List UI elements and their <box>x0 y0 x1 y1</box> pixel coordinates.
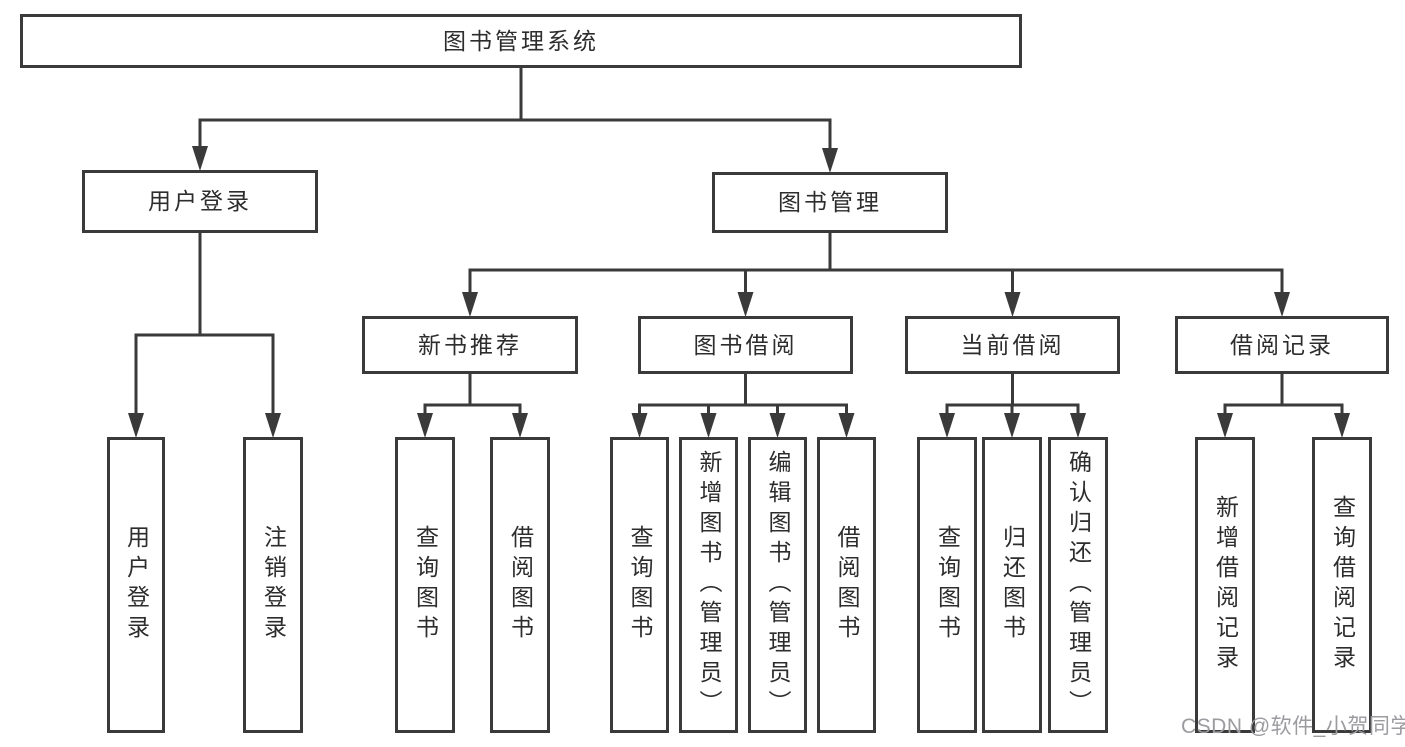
node-nbr-query-books: 查询图书 <box>395 437 455 733</box>
node-cb-confirm-return: 确认归还（管理员） <box>1048 437 1108 733</box>
arrowhead-icon <box>939 413 955 438</box>
node-label-bb-borrow-books: 借阅图书 <box>834 525 860 645</box>
node-label-borrow-records: 借阅记录 <box>1230 331 1334 358</box>
arrowhead-icon <box>700 413 717 438</box>
node-label-cb-query-books: 查询图书 <box>934 525 961 645</box>
arrowhead-icon <box>769 413 786 438</box>
node-label-nbr-query-books: 查询图书 <box>412 525 439 645</box>
node-cb-query-books: 查询图书 <box>917 437 977 733</box>
node-bb-query-books: 查询图书 <box>610 437 669 733</box>
node-label-bb-query-books: 查询图书 <box>627 525 653 645</box>
node-label-bb-add-books: 新增图书（管理员） <box>696 450 722 720</box>
arrowhead-icon <box>1334 413 1350 438</box>
arrowhead-icon <box>512 413 528 438</box>
node-cb-return-books: 归还图书 <box>982 437 1042 733</box>
arrowhead-icon <box>1070 413 1086 438</box>
node-label-book-management: 图书管理 <box>778 189 882 215</box>
arrowhead-icon <box>1004 413 1020 438</box>
node-label-root: 图书管理系统 <box>443 27 599 54</box>
node-label-logout-leaf: 注销登录 <box>260 525 287 645</box>
node-br-query-record: 查询借阅记录 <box>1312 437 1372 733</box>
arrowhead-icon <box>822 148 838 173</box>
node-label-cb-return-books: 归还图书 <box>999 525 1026 645</box>
node-root: 图书管理系统 <box>20 14 1022 68</box>
node-book-management: 图书管理 <box>712 172 948 233</box>
node-label-bb-edit-books: 编辑图书（管理员） <box>765 450 791 720</box>
arrowhead-icon <box>128 413 144 438</box>
node-nbr-borrow-books: 借阅图书 <box>490 437 550 733</box>
node-user-login-leaf: 用户登录 <box>107 437 165 733</box>
arrowhead-icon <box>1274 292 1290 317</box>
node-br-add-record: 新增借阅记录 <box>1195 437 1255 733</box>
arrowhead-icon <box>462 292 478 317</box>
node-label-br-query-record: 查询借阅记录 <box>1329 495 1356 675</box>
node-borrow-records: 借阅记录 <box>1175 316 1389 374</box>
node-user-login: 用户登录 <box>82 170 318 233</box>
watermark: CSDN @软件_小贺同学 <box>1181 715 1405 738</box>
node-bb-add-books: 新增图书（管理员） <box>679 437 738 733</box>
arrowhead-icon <box>631 413 648 438</box>
node-label-user-login: 用户登录 <box>148 188 252 214</box>
node-label-user-login-leaf: 用户登录 <box>123 525 150 645</box>
node-label-current-borrow: 当前借阅 <box>960 331 1065 358</box>
node-label-br-add-record: 新增借阅记录 <box>1212 495 1239 675</box>
arrowhead-icon <box>838 413 855 438</box>
node-label-new-book-recommend: 新书推荐 <box>418 331 522 358</box>
node-current-borrow: 当前借阅 <box>905 316 1120 374</box>
node-logout-leaf: 注销登录 <box>243 437 303 733</box>
node-bb-edit-books: 编辑图书（管理员） <box>748 437 807 733</box>
arrowhead-icon <box>192 146 208 171</box>
node-label-book-borrow: 图书借阅 <box>693 331 798 358</box>
arrowhead-icon <box>737 292 754 317</box>
arrowhead-icon <box>265 413 281 438</box>
arrowhead-icon <box>1004 292 1021 317</box>
node-new-book-recommend: 新书推荐 <box>362 316 578 374</box>
arrowhead-icon <box>417 413 433 438</box>
node-label-cb-confirm-return: 确认归还（管理员） <box>1065 450 1092 720</box>
node-book-borrow: 图书借阅 <box>638 316 853 374</box>
node-label-nbr-borrow-books: 借阅图书 <box>507 525 534 645</box>
arrowhead-icon <box>1217 413 1233 438</box>
node-bb-borrow-books: 借阅图书 <box>817 437 876 733</box>
